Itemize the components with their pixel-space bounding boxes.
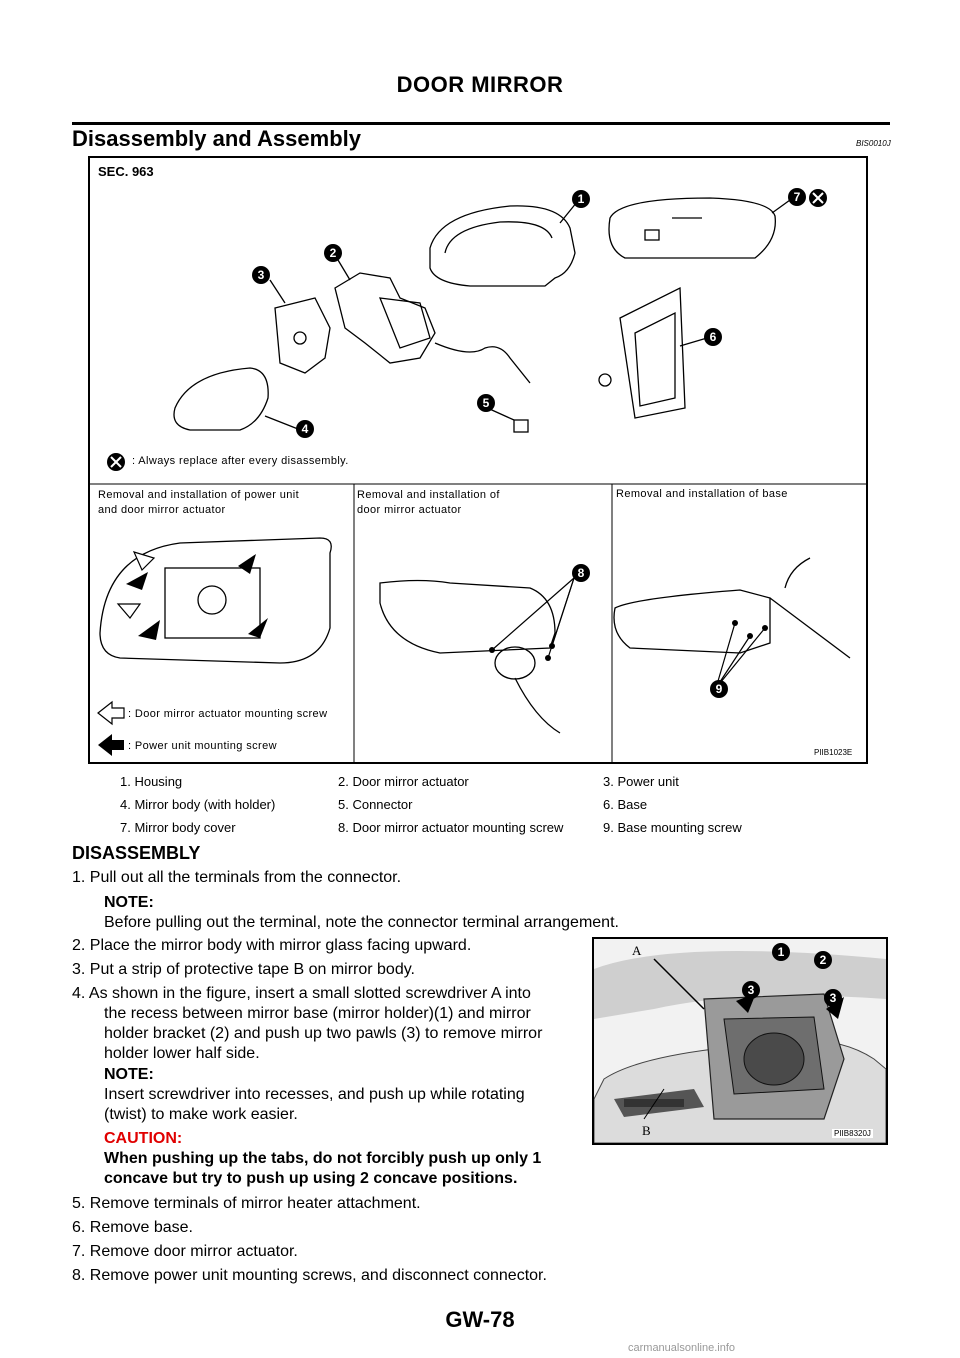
legend-open-arrow: : Door mirror actuator mounting screw: [128, 708, 328, 720]
part-item: 9. Base mounting screw: [603, 820, 742, 835]
figure-code: PIIB1023E: [814, 748, 853, 757]
step-1: 1. Pull out all the terminals from the c…: [72, 869, 402, 886]
step-4: 4. As shown in the figure, insert a smal…: [72, 985, 543, 1062]
replace-legend-icon: [107, 453, 125, 471]
section-title: Disassembly and Assembly: [72, 126, 361, 151]
diagram-drawing: [90, 189, 866, 762]
callout-5: 5: [477, 394, 495, 412]
replace-mark-icon: [809, 189, 827, 207]
step-8: 8. Remove power unit mounting screws, an…: [72, 1267, 547, 1284]
photo-callout-3a: 3: [742, 981, 760, 999]
solid-arrow-icon: [98, 734, 124, 756]
panel3-title: Removal and installation of base: [616, 488, 788, 500]
part-item: 7. Mirror body cover: [120, 820, 236, 835]
watermark: carmanualsonline.info: [628, 1342, 736, 1354]
photo-callout-2: 2: [814, 951, 832, 969]
step-5: 5. Remove terminals of mirror heater att…: [72, 1195, 421, 1212]
note-label-2: NOTE:: [104, 1066, 154, 1083]
page-number: GW-78: [445, 1307, 515, 1332]
part-item: 8. Door mirror actuator mounting screw: [338, 820, 564, 835]
part-item: 2. Door mirror actuator: [338, 774, 469, 789]
callout-4: 4: [296, 420, 314, 438]
section-number: SEC. 963: [98, 164, 154, 179]
header-rule: [72, 122, 890, 125]
part-item: 6. Base: [603, 797, 648, 812]
caution-label: CAUTION:: [104, 1130, 183, 1147]
callout-1: 1: [572, 190, 590, 208]
mirror-photo: A B 1 2 3 3 PIIB8320J: [592, 937, 888, 1145]
photo-drawing: [594, 939, 886, 1143]
replace-note: : Always replace after every disassembly…: [132, 455, 349, 467]
step-7: 7. Remove door mirror actuator.: [72, 1243, 298, 1260]
part-item: 1. Housing: [120, 774, 183, 789]
step-2: 2. Place the mirror body with mirror gla…: [72, 937, 472, 954]
photo-callout-3b: 3: [824, 989, 842, 1007]
disassembly-heading: DISASSEMBLY: [72, 843, 201, 863]
callout-3: 3: [252, 266, 270, 284]
page-header-title: DOOR MIRROR: [396, 72, 564, 97]
photo-callout-1: 1: [772, 943, 790, 961]
caution-text: When pushing up the tabs, do not forcibl…: [104, 1150, 542, 1187]
callout-8: 8: [572, 564, 590, 582]
open-arrow-icon: [97, 700, 125, 726]
part-item: 5. Connector: [338, 797, 413, 812]
step-3: 3. Put a strip of protective tape B on m…: [72, 961, 415, 978]
step-6: 6. Remove base.: [72, 1219, 193, 1236]
note-label: NOTE:: [104, 894, 154, 911]
note-2: Insert screwdriver into recesses, and pu…: [104, 1086, 525, 1123]
section-code: BIS0010J: [856, 139, 891, 148]
panel2-title: Removal and installation of door mirror …: [357, 489, 500, 516]
panel1-title: Removal and installation of power unit a…: [98, 489, 300, 516]
legend-solid-arrow: : Power unit mounting screw: [128, 740, 277, 752]
photo-label-b: B: [642, 1123, 651, 1138]
photo-label-a: A: [632, 943, 642, 958]
part-item: 3. Power unit: [603, 774, 679, 789]
callout-6: 6: [704, 328, 722, 346]
callout-9: 9: [710, 680, 728, 698]
callout-2: 2: [324, 244, 342, 262]
part-item: 4. Mirror body (with holder): [120, 797, 276, 812]
note-1: Before pulling out the terminal, note th…: [104, 914, 619, 931]
callout-7: 7: [788, 188, 806, 206]
exploded-diagram: SEC. 963 1 2 3 4 5 6 7 8 9 : Always repl…: [88, 156, 868, 764]
photo-figure-code: PIIB8320J: [832, 1129, 873, 1138]
